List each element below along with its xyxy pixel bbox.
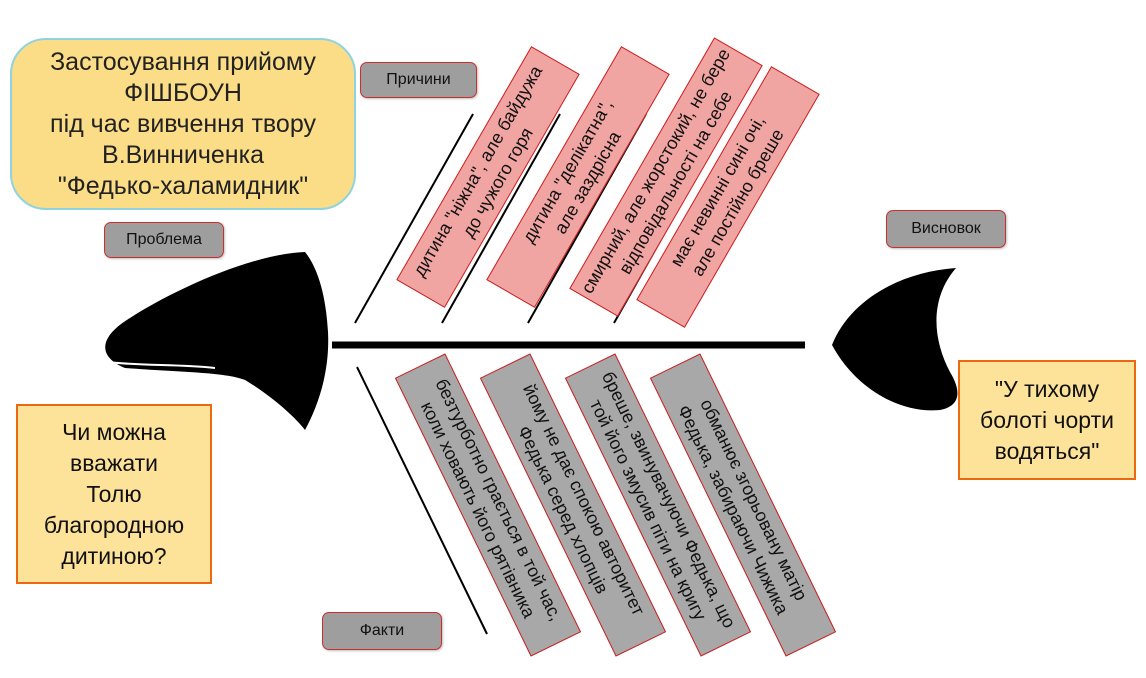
problem-line: Толю: [86, 480, 142, 507]
facts-label: Факти: [322, 612, 442, 650]
title-line: ФІШБОУН: [124, 78, 242, 107]
title-line: В.Винниченка: [102, 140, 264, 169]
conclusion-line: "У тихому: [994, 375, 1100, 402]
fish-tail-icon: [832, 268, 958, 411]
problem-line: Чи можна: [62, 418, 166, 445]
conclusion-line: болоті чорти: [980, 406, 1114, 433]
problem-label: Проблема: [104, 222, 224, 258]
causes-label: Причини: [360, 62, 477, 98]
title-line: під час вивчення твору: [50, 109, 316, 138]
fish-head-icon: [105, 252, 329, 430]
problem-line: дитиною?: [61, 542, 167, 569]
conclusion-label: Висновок: [886, 210, 1006, 248]
title-line: "Федько-халамидник": [57, 171, 309, 200]
conclusion-line: водяться": [994, 437, 1100, 464]
conclusion-box: "У тихому болоті чорти водяться": [958, 360, 1136, 480]
upper-rib: [441, 113, 561, 324]
problem-line: вважати: [69, 449, 159, 476]
title-box: Застосування прийому ФІШБОУН під час вив…: [10, 38, 356, 210]
lower-rib: [356, 366, 488, 635]
problem-question-box: Чи можна вважати Толю благородною дитино…: [16, 404, 212, 584]
title-line: Застосування прийому: [50, 47, 316, 76]
upper-rib: [354, 113, 474, 324]
problem-line: благородною: [43, 511, 185, 538]
